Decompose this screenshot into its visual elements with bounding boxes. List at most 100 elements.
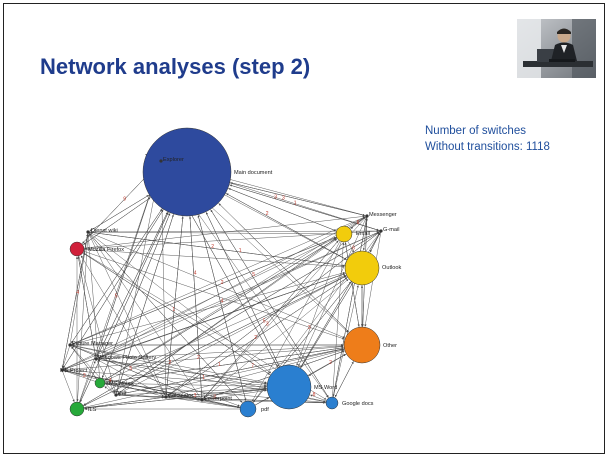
- node-circle-main: [142, 127, 232, 217]
- node-label-pdf2: Pdf: [118, 391, 127, 397]
- node-label-main: Main document: [234, 170, 273, 176]
- edge-gmail2-photogallery: [97, 230, 382, 359]
- edge-weight-label: 4: [76, 290, 79, 296]
- edge-weight-label: 5: [263, 318, 266, 324]
- edge-msnotes-main: [99, 213, 171, 384]
- node-gmail2: G-mail: [379, 227, 399, 233]
- edge-wiki-msword: [87, 231, 272, 374]
- edge-calculator-outlook: [165, 277, 348, 398]
- node-dot-picture: [68, 343, 72, 347]
- edge-messenger-powerpoint: [203, 215, 368, 399]
- node-label-pdf: pdf: [261, 407, 269, 413]
- edge-pdf2-outlook: [115, 276, 347, 396]
- node-msproject: MS Project: [60, 368, 88, 374]
- edge-messenger-outlook: [362, 215, 368, 251]
- node-label-msword: MS Word: [314, 385, 337, 391]
- node-circle-gmail: [335, 225, 353, 243]
- edge-photogallery-explorer: [95, 162, 161, 360]
- switch-count-info: Number of switches Without transitions: …: [425, 123, 550, 155]
- edge-powerpoint-gmail: [201, 240, 339, 401]
- edge-pdf-calculator: [168, 396, 249, 410]
- node-circle-pdf: [239, 400, 257, 418]
- edge-weight-label: 8: [313, 392, 316, 398]
- slide: Network analyses (step 2) Number of swit…: [3, 3, 605, 454]
- node-circle-outlook: [344, 250, 380, 286]
- node-dot-wiki: [86, 230, 90, 234]
- node-label-gdocs: Google docs: [342, 401, 374, 407]
- edge-msproject-calculator: [61, 369, 165, 398]
- edge-powerpoint-msword: [201, 389, 267, 401]
- edge-wiki-gmail2: [87, 229, 379, 233]
- edge-weight-label: 3: [83, 373, 86, 379]
- edge-powerpoint-outlook: [201, 279, 349, 401]
- edge-pdf2-other: [115, 348, 344, 396]
- edge-gmail2-ils: [83, 230, 382, 406]
- node-dot-messenger: [365, 214, 369, 218]
- edge-wiki-ils: [76, 231, 89, 402]
- node-messenger: Messenger: [365, 212, 397, 218]
- edge-photogallery-main: [95, 212, 168, 360]
- edge-weight-label: 2: [211, 244, 214, 250]
- edge-firefox-outlook: [76, 248, 345, 268]
- edge-weight-label: 9: [123, 197, 126, 203]
- edge-wiki-pdf: [87, 231, 243, 403]
- node-main: Main document: [142, 127, 273, 217]
- info-line-2: Without transitions: 1118: [425, 141, 550, 153]
- edge-weight-label: 1: [172, 307, 175, 313]
- edge-weight-label: 4: [221, 298, 224, 304]
- edge-gmail-msword: [296, 233, 345, 366]
- edge-gmail-main: [228, 188, 345, 235]
- edge-weight-label: 2: [254, 335, 257, 341]
- edge-weight-label: 3: [213, 395, 216, 401]
- edge-weight-label: 1: [294, 200, 297, 206]
- edge-firefox-messenger: [76, 215, 365, 250]
- node-msnotes: MS Notes: [94, 377, 134, 389]
- node-label-explorer: Explorer: [163, 157, 184, 163]
- node-label-other: Other: [383, 343, 397, 349]
- edge-calculator-gmail2: [165, 232, 380, 398]
- edge-messenger-msword: [298, 215, 368, 367]
- edge-pdf2-messenger: [115, 217, 366, 396]
- edge-weight-label: 7: [251, 364, 254, 370]
- edge-ils-msword: [76, 388, 267, 410]
- edge-weight-label: 6: [352, 245, 355, 251]
- node-circle-firefox: [69, 241, 85, 257]
- edge-weight-label: 3: [266, 321, 269, 327]
- node-ils: ILS: [69, 401, 97, 417]
- edge-photogallery-pdf2: [95, 358, 116, 394]
- presenter-photo: [517, 19, 596, 78]
- edge-msproject-ils: [61, 369, 75, 402]
- node-dot-gmail2: [379, 229, 383, 233]
- node-circle-msnotes: [94, 377, 106, 389]
- node-label-firefox: Mozilla Firefox: [88, 247, 124, 253]
- edge-picture-outlook: [69, 271, 346, 346]
- edge-ils-explorer: [76, 162, 161, 410]
- edge-powerpoint-picture: [71, 345, 203, 401]
- node-dot-msproject: [60, 368, 64, 372]
- edge-powerpoint-wiki: [89, 233, 203, 401]
- edge-powerpoint-msnotes: [105, 383, 203, 401]
- edge-weight-label: 1: [202, 375, 205, 381]
- node-label-ils: ILS: [88, 407, 97, 413]
- edge-gdocs-powerpoint: [204, 398, 333, 404]
- network-graph: 253412736214382513924613251243253 Main d…: [60, 127, 401, 418]
- node-dot-pdf2: [114, 393, 118, 397]
- edge-msproject-outlook: [61, 273, 346, 371]
- edge-photogallery-msword: [95, 358, 267, 385]
- edge-gmail2-main: [229, 184, 382, 232]
- node-powerpoint: Powerpoint: [200, 396, 232, 402]
- node-dot-powerpoint: [200, 398, 204, 402]
- edge-firefox-msword: [76, 248, 271, 375]
- edge-messenger-msnotes: [104, 215, 368, 381]
- edge-firefox-other: [76, 248, 345, 340]
- edge-calculator-firefox: [80, 255, 167, 398]
- edge-messenger-picture: [71, 215, 368, 345]
- edge-msnotes-outlook: [99, 274, 346, 384]
- node-dot-photogallery: [94, 357, 98, 361]
- node-pdf: pdf: [239, 400, 269, 418]
- edge-pdf2-msword: [115, 387, 267, 396]
- edge-weight-label: 4: [109, 378, 112, 384]
- node-firefox: Mozilla Firefox: [69, 241, 124, 257]
- node-label-wiki: Dienst wiki: [91, 228, 118, 234]
- edge-msproject-main: [61, 209, 164, 371]
